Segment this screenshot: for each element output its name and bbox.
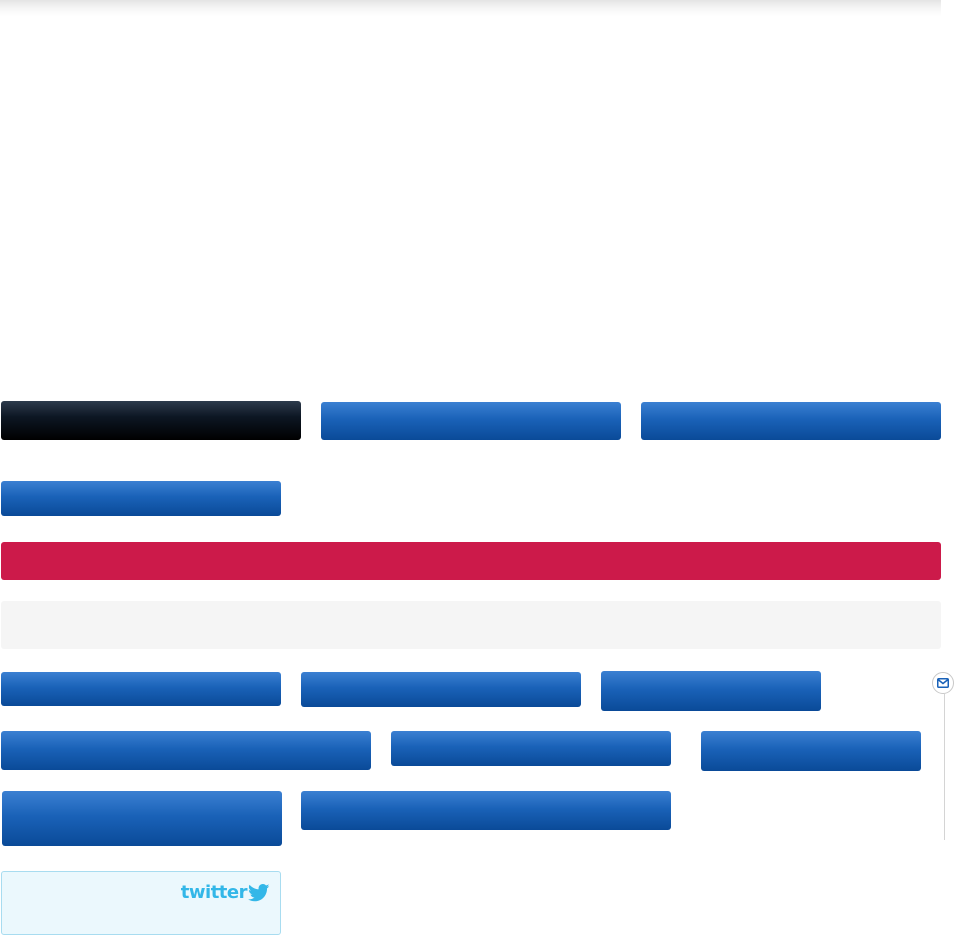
twitter-widget[interactable]: twitter [1, 871, 281, 935]
alert-bar[interactable] [1, 542, 941, 580]
link-button[interactable] [601, 671, 821, 711]
mail-button[interactable] [932, 672, 954, 694]
search-bar[interactable] [1, 601, 941, 649]
link-button[interactable] [391, 731, 671, 766]
link-button[interactable] [701, 731, 921, 771]
nav-button-3[interactable] [641, 402, 941, 440]
link-button[interactable] [2, 791, 282, 846]
nav-button-2[interactable] [321, 402, 621, 440]
twitter-bird-icon [248, 883, 270, 901]
link-button[interactable] [1, 731, 371, 770]
link-button[interactable] [301, 791, 671, 830]
link-button[interactable] [301, 672, 581, 707]
twitter-logo[interactable]: twitter [181, 882, 270, 903]
top-shadow [0, 0, 941, 16]
nav-button-4[interactable] [1, 481, 281, 516]
nav-button-active[interactable] [1, 401, 301, 440]
link-button[interactable] [1, 672, 281, 706]
mail-icon [937, 678, 949, 688]
twitter-logo-text: twitter [180, 882, 248, 903]
side-divider [944, 694, 945, 840]
